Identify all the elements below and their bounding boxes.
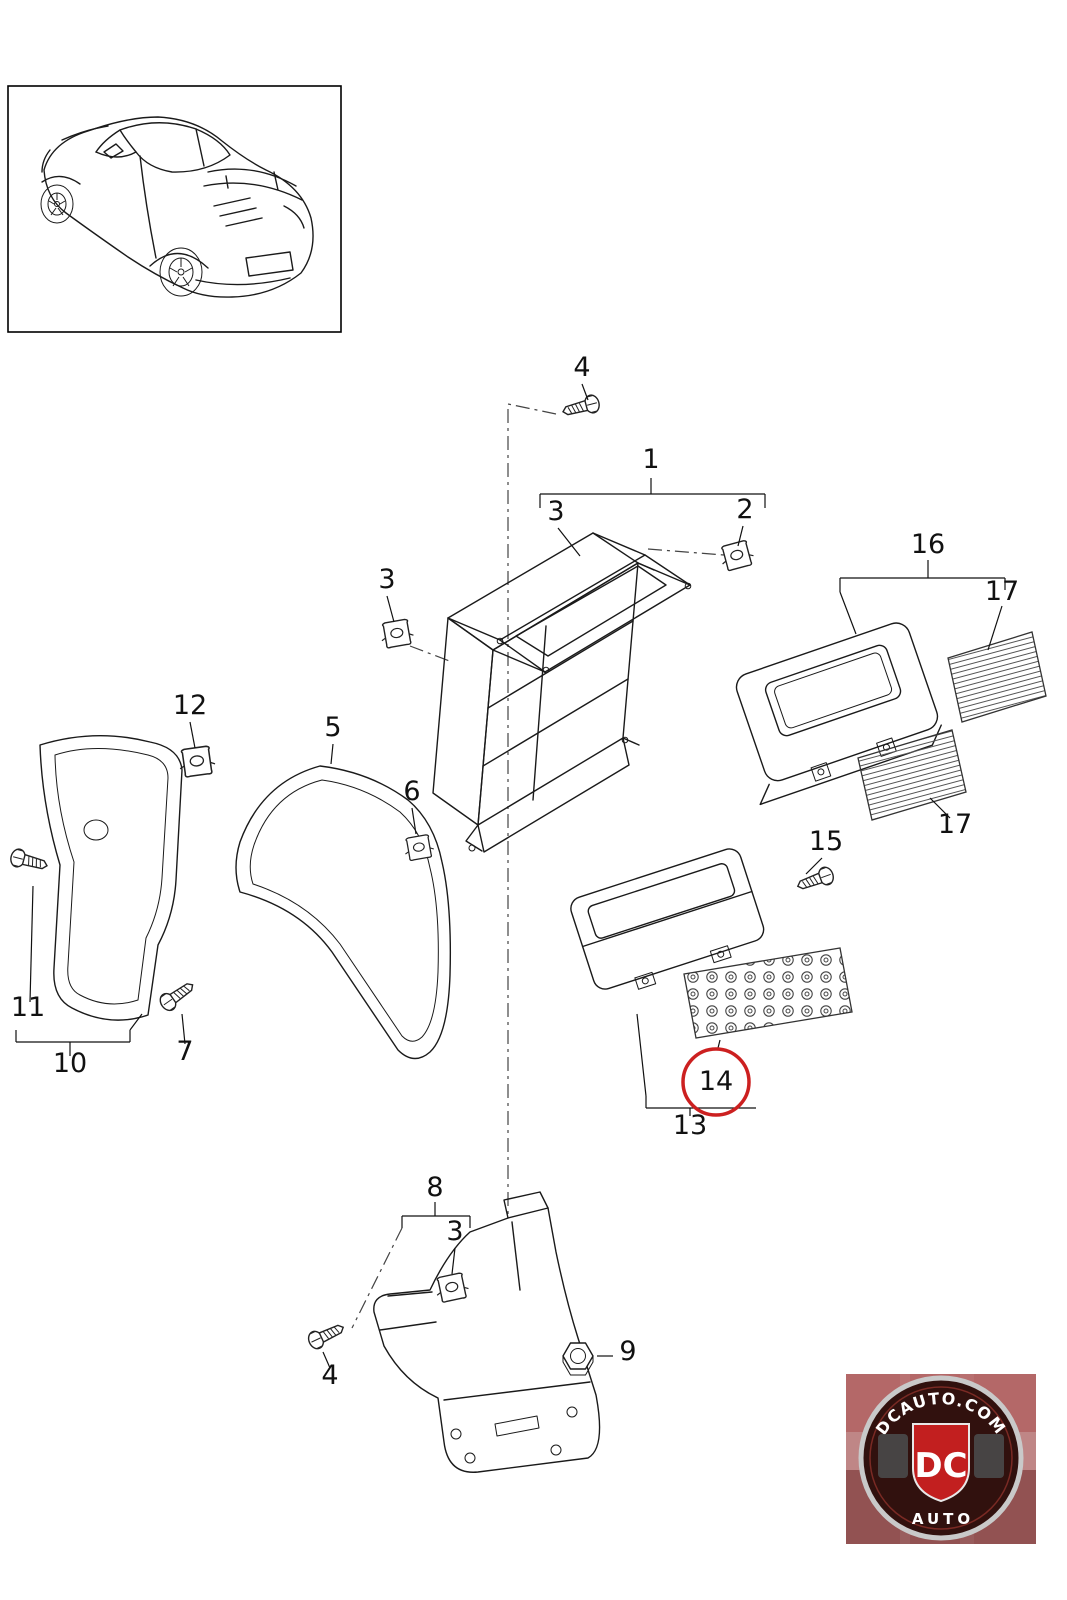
support-bracket [373,1191,601,1473]
center-trim-panel [235,765,452,1060]
callout-6: 6 [403,776,420,807]
adhesive-pad-upper [947,631,1047,723]
car-thumbnail [7,85,342,333]
callout-3-b: 3 [378,564,395,595]
screw-11 [8,846,51,876]
callout-10: 10 [53,1048,87,1079]
callout-7: 7 [176,1036,193,1067]
screw-4-top [559,392,602,422]
callout-14: 14 [699,1066,733,1097]
console-housing [432,532,692,853]
leader-lines [15,383,1006,1369]
logo-shield [912,1423,970,1503]
callout-16: 16 [911,529,945,560]
callout-3-a: 3 [547,496,564,527]
callout-1: 1 [642,444,659,475]
car-thumbnail-frame [7,85,342,333]
callout-4-bottom: 4 [321,1360,338,1391]
clip-12 [176,744,218,779]
callout-17-a: 17 [985,576,1019,607]
adhesive-pad-lower [857,729,967,821]
logo-brand-text: DC [914,1446,967,1486]
callout-2: 2 [736,494,753,525]
callout-5: 5 [324,712,341,743]
callout-9: 9 [619,1336,636,1367]
logo-right-panel [974,1434,1004,1478]
snap-pad-sheet [683,947,853,1039]
screw-7 [156,976,199,1015]
callout-13: 13 [673,1110,707,1141]
callout-4-top: 4 [573,352,590,383]
logo-left-panel [878,1434,908,1478]
car-front-wheel [40,184,74,224]
car-rear-wheel [159,247,203,297]
callout-8: 8 [426,1172,443,1203]
clip-2 [717,538,757,573]
logo-name-text: AUTO [912,1510,974,1528]
hex-nut [562,1342,594,1376]
callout-17-b: 17 [938,809,972,840]
callout-11: 11 [11,992,45,1023]
highlight-circle-14 [681,1047,751,1117]
left-trim-panel [39,734,183,1021]
callout-15: 15 [809,826,843,857]
callout-3-c: 3 [446,1216,463,1247]
dcauto-logo: DCAUTO.COM DC AUTO [846,1374,1036,1544]
screw-4-bottom [305,1318,348,1352]
screw-15 [794,864,837,896]
callout-12: 12 [173,690,207,721]
clip-3-left [378,617,416,650]
storage-box [570,848,765,990]
